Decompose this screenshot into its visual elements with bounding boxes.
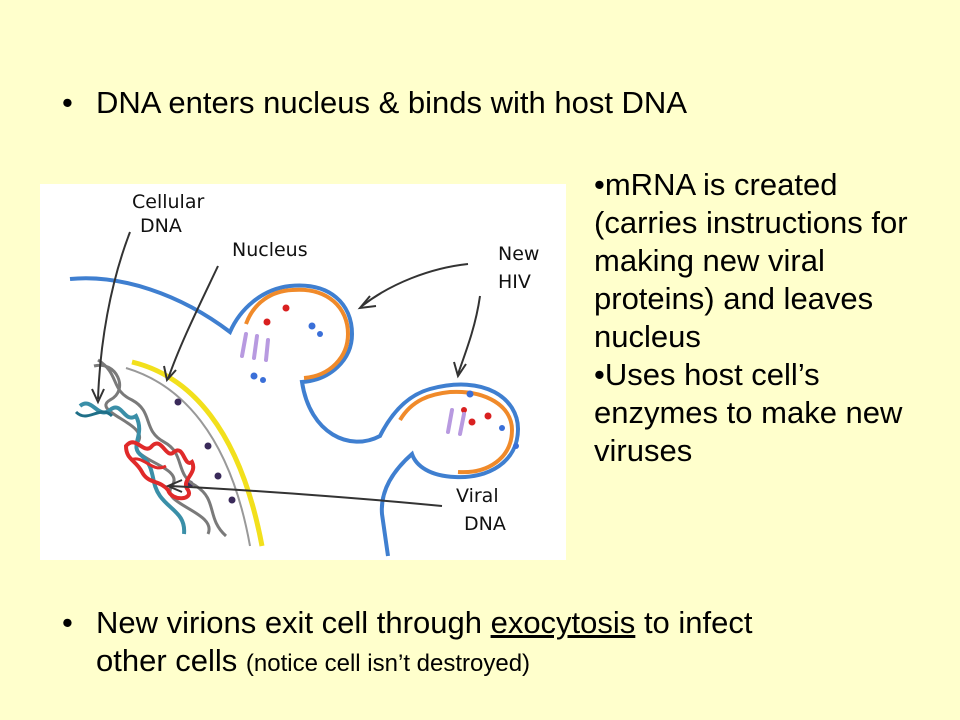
- label-hiv: HIV: [498, 271, 531, 293]
- bullet-text: DNA enters nucleus & binds with host DNA: [96, 85, 687, 120]
- nuclear-envelope: [131, 359, 265, 547]
- bullet-dot: •: [594, 167, 605, 202]
- bullet-dot: •: [62, 85, 73, 120]
- bullet-enzymes: •Uses host cell’s enzymes to make new vi…: [594, 356, 914, 470]
- bullet-new-virions: • New virions exit cell through exocytosi…: [62, 604, 922, 683]
- virion-rim-2: [398, 389, 515, 475]
- label-cellular-dna: DNA: [140, 215, 182, 237]
- arrow-cellular-dna: [97, 231, 131, 400]
- label-cellular: Cellular: [132, 191, 204, 213]
- bullet-text: mRNA is created (carries instructions fo…: [594, 167, 908, 354]
- arrow-nucleus: [167, 265, 219, 380]
- bullet-dot: •: [594, 357, 605, 392]
- bullet-text: Uses host cell’s enzymes to make new vir…: [594, 357, 903, 468]
- label-viral: Viral: [456, 485, 499, 507]
- bullet-dna-enters: • DNA enters nucleus & binds with host DN…: [62, 84, 922, 122]
- right-bullets: •mRNA is created (carries instructions f…: [594, 166, 914, 470]
- cellular-dna-strand: [78, 401, 187, 535]
- bullet-note: (notice cell isn’t destroyed): [245, 650, 531, 677]
- bullet-mrna: •mRNA is created (carries instructions f…: [594, 166, 914, 356]
- hiv-replication-diagram: Cellular DNA Nucleus New HIV Viral DNA: [40, 184, 566, 560]
- viral-dna-strand: [123, 440, 196, 501]
- bullet-text-a: New virions exit cell through: [96, 605, 482, 640]
- label-viral-dna: DNA: [464, 513, 506, 535]
- arrow-viral-dna: [169, 485, 443, 507]
- exocytosis-term: exocytosis: [490, 605, 636, 640]
- bullet-text-b: to infect: [643, 605, 753, 640]
- cell-membrane: [69, 276, 521, 557]
- bullet-text-c: other cells: [96, 643, 238, 678]
- virion-rim-1: [244, 287, 351, 380]
- bullet-dot: •: [62, 605, 73, 640]
- label-new: New: [498, 243, 539, 265]
- arrow-new-hiv-1: [361, 263, 469, 307]
- arrow-new-hiv-2: [457, 295, 481, 375]
- diagram-svg: Cellular DNA Nucleus New HIV Viral DNA: [69, 191, 539, 557]
- label-nucleus: Nucleus: [232, 239, 308, 261]
- bullet-continuation: other cells (notice cell isn’t destroyed…: [62, 642, 922, 683]
